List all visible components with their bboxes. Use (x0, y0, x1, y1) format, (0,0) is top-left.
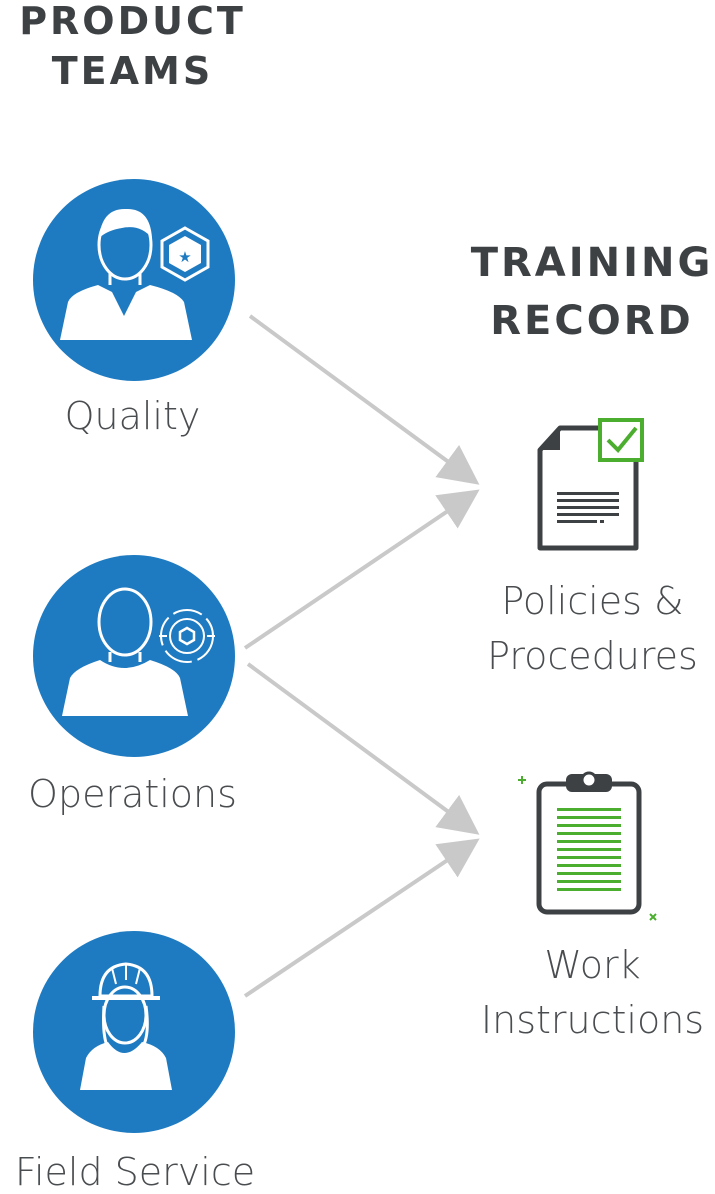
clipboard-icon (518, 771, 657, 921)
document-label-policies-line1: Policies & (501, 579, 684, 623)
team-label-operations: Operations (28, 772, 237, 816)
person-gear-icon (33, 555, 235, 757)
training-record-line2: RECORD (490, 298, 694, 344)
document-label-work: Work Instructions (470, 938, 715, 1048)
arrow-operations-to-policies (243, 489, 480, 650)
svg-text:★: ★ (178, 248, 191, 266)
team-label-quality: Quality (64, 394, 201, 438)
arrow-operations-to-work (246, 662, 480, 835)
person-hardhat-icon (33, 931, 235, 1133)
document-checkmark-icon (537, 418, 644, 551)
person-star-badge-icon: ★ (33, 179, 235, 381)
product-teams-line2: TEAMS (51, 49, 214, 93)
training-record-line1: TRAINING (470, 240, 714, 286)
document-label-policies: Policies & Procedures (470, 574, 715, 684)
arrow-quality-to-policies (248, 314, 480, 485)
product-teams-heading: PRODUCT TEAMS (0, 0, 265, 96)
document-label-work-line2: Instructions (480, 998, 705, 1042)
product-teams-line1: PRODUCT (19, 0, 246, 43)
document-label-policies-line2: Procedures (487, 634, 698, 678)
arrow-field-to-work (243, 838, 480, 998)
training-record-heading: TRAINING RECORD (462, 234, 715, 350)
team-label-field-service: Field Service (14, 1150, 256, 1194)
document-label-work-line1: Work (544, 943, 641, 987)
